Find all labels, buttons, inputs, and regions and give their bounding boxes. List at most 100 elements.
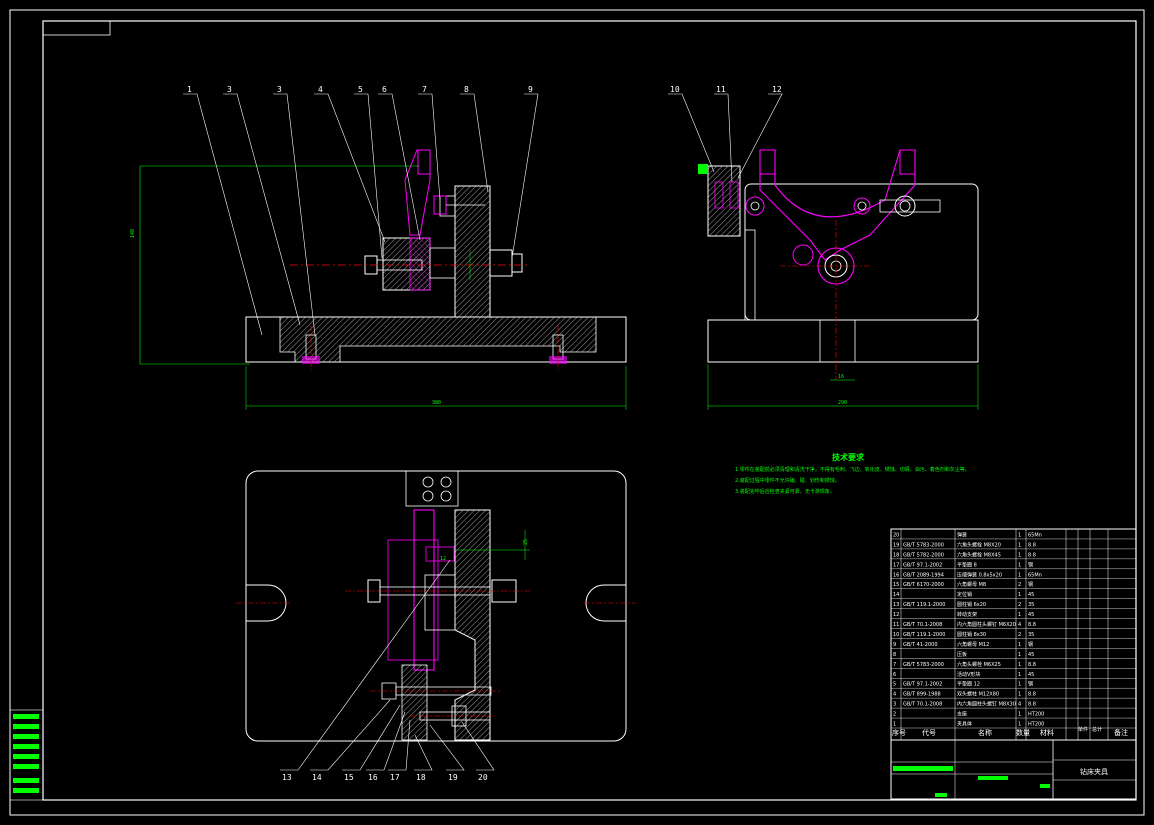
bom-cell: 4 xyxy=(1018,702,1021,708)
bom-cell: HT200 xyxy=(1028,712,1044,718)
bom-cell: 19 xyxy=(893,542,899,548)
bom-cell: 钢 xyxy=(1028,641,1033,648)
leaders-bottom xyxy=(280,559,495,771)
bom-cell: 9 xyxy=(893,642,896,648)
part-label: 1 xyxy=(187,85,192,94)
tech-req-title: 技术要求 xyxy=(832,452,865,462)
front-view xyxy=(139,149,627,410)
bom-cell: 45 xyxy=(1028,652,1034,658)
bom-cell: 1 xyxy=(1018,612,1021,618)
sheet-outer-border xyxy=(9,9,1145,816)
bom-header-cell: 备注 xyxy=(1114,728,1128,737)
dim-front-height: 140 xyxy=(130,229,136,238)
bom-cell: 17 xyxy=(893,562,899,568)
bom-cell: 转动支架 xyxy=(957,611,977,618)
title-block-name: 钻床夹具 xyxy=(1080,767,1108,776)
technical-requirements: 技术要求 1.零件在装配前必须清理和清洗干净，不得有毛刺、飞边、氧化皮、锈蚀、切… xyxy=(735,452,970,495)
sheet-inner-border xyxy=(42,20,1137,801)
bom-cell: 8.8 xyxy=(1028,692,1036,698)
bom-cell: 平垫圈 12 xyxy=(957,681,980,688)
bom-cell: 内六角圆柱头螺钉 M8X30 xyxy=(957,701,1016,708)
bom-cell: 1 xyxy=(1018,692,1021,698)
bom-cell: 1 xyxy=(1018,542,1021,548)
bom-cell: 45 xyxy=(1028,672,1034,678)
bom-header-cell: 序号 xyxy=(892,728,906,737)
bom-cell: 钢 xyxy=(1028,681,1033,688)
bom-cell: 六角头螺栓 M8X20 xyxy=(957,541,1001,548)
bom-cell: GB/T 97.1-2002 xyxy=(903,562,942,568)
bom-cell: 2 xyxy=(1018,602,1021,608)
bom-cell: 2 xyxy=(1018,582,1021,588)
bom-cell: 3 xyxy=(893,702,896,708)
bom-cell: 8.8 xyxy=(1028,662,1036,668)
bom-header-cell: 单件 xyxy=(1078,726,1088,733)
bom-cell: 1 xyxy=(1018,572,1021,578)
bom-cell: 定位销 xyxy=(957,591,972,598)
dim-side-slot: 16 xyxy=(838,374,844,380)
part-label: 3 xyxy=(227,85,232,94)
bom-cell: 圆柱销 8x30 xyxy=(957,631,986,638)
bom-cell: GB/T 41-2000 xyxy=(903,642,938,648)
part-label: 18 xyxy=(416,773,426,782)
bom-cell: 8.8 xyxy=(1028,542,1036,548)
bom-cell: 钢 xyxy=(1028,561,1033,568)
part-label: 10 xyxy=(670,85,680,94)
bom-cell: 65Mn xyxy=(1028,532,1042,538)
part-label: 6 xyxy=(382,85,387,94)
bom-cell: 12 xyxy=(893,612,899,618)
part-label: 9 xyxy=(528,85,533,94)
bom-cell: 六角螺母 M12 xyxy=(957,641,989,648)
bom-cell: 16 xyxy=(893,572,899,578)
bom-cell: 5 xyxy=(893,682,896,688)
dim-front-width: 380 xyxy=(432,400,441,406)
bom-cell: 14 xyxy=(893,592,899,598)
part-label: 13 xyxy=(282,773,292,782)
bom-cell: 8.8 xyxy=(1028,702,1036,708)
bom-cell: 支座 xyxy=(957,711,967,718)
dim-plan-pin: 12 xyxy=(440,556,446,562)
bom-cell: 2 xyxy=(1018,632,1021,638)
bom-cell: GB/T 5783-2000 xyxy=(903,662,944,668)
bom-cell: 活动V形块 xyxy=(957,671,980,678)
bom-cell: 夹具体 xyxy=(957,721,972,728)
bom-cell: 1 xyxy=(1018,642,1021,648)
bom-cell: 20 xyxy=(893,532,899,538)
bom-header-cell: 代号 xyxy=(922,728,936,737)
part-labels-right: 10 11 12 xyxy=(670,85,782,94)
bom-cell: 8.8 xyxy=(1028,622,1036,628)
bom-cell: 平垫圈 8 xyxy=(957,561,977,568)
bom-cell: 1 xyxy=(1018,562,1021,568)
bom-cell: GB/T 5783-2000 xyxy=(903,542,944,548)
part-label: 17 xyxy=(390,773,400,782)
bom-cell: 弹簧 xyxy=(957,531,967,538)
bom-cell: 2 xyxy=(893,712,896,718)
bom-cell: GB/T 70.1-2008 xyxy=(903,702,942,708)
bom-cell: 1 xyxy=(1018,682,1021,688)
bom-cell: 1 xyxy=(1018,722,1021,728)
bom-cell: GB/T 2089-1994 xyxy=(903,572,944,578)
bom-cell: GB/T 5782-2000 xyxy=(903,552,944,558)
dim-side-width: 290 xyxy=(838,400,847,406)
bom-cell: GB/T 119.1-2000 xyxy=(903,602,945,608)
tech-req-line: 1.零件在装配前必须清理和清洗干净，不得有毛刺、飞边、氧化皮、锈蚀、切屑、油污、… xyxy=(735,466,970,473)
bom-cell: 圆柱销 6x20 xyxy=(957,601,986,608)
part-label: 3 xyxy=(277,85,282,94)
bom-cell: GB/T 899-1988 xyxy=(903,692,941,698)
bom-cell: 45 xyxy=(1028,612,1034,618)
side-view xyxy=(698,149,979,410)
bom-cell: 1 xyxy=(1018,532,1021,538)
bom-cell: 双头螺柱 M12X80 xyxy=(957,691,999,698)
tech-req-line: 2.装配过程中零件不允许磕、碰、划伤和锈蚀。 xyxy=(735,477,840,484)
bom-cell: GB/T 97.1-2002 xyxy=(903,682,942,688)
bom-cell: 7 xyxy=(893,662,896,668)
part-labels-bottom: 13 14 15 16 17 18 19 20 xyxy=(282,773,488,782)
bom-header-cell: 数量 xyxy=(1016,728,1030,737)
part-label: 12 xyxy=(772,85,782,94)
bom-cell: 18 xyxy=(893,552,899,558)
bom-cell: 1 xyxy=(1018,662,1021,668)
bom-header-cell: 名称 xyxy=(978,728,992,737)
plan-view xyxy=(236,470,636,742)
bom-cell: GB/T 119.1-2000 xyxy=(903,632,945,638)
